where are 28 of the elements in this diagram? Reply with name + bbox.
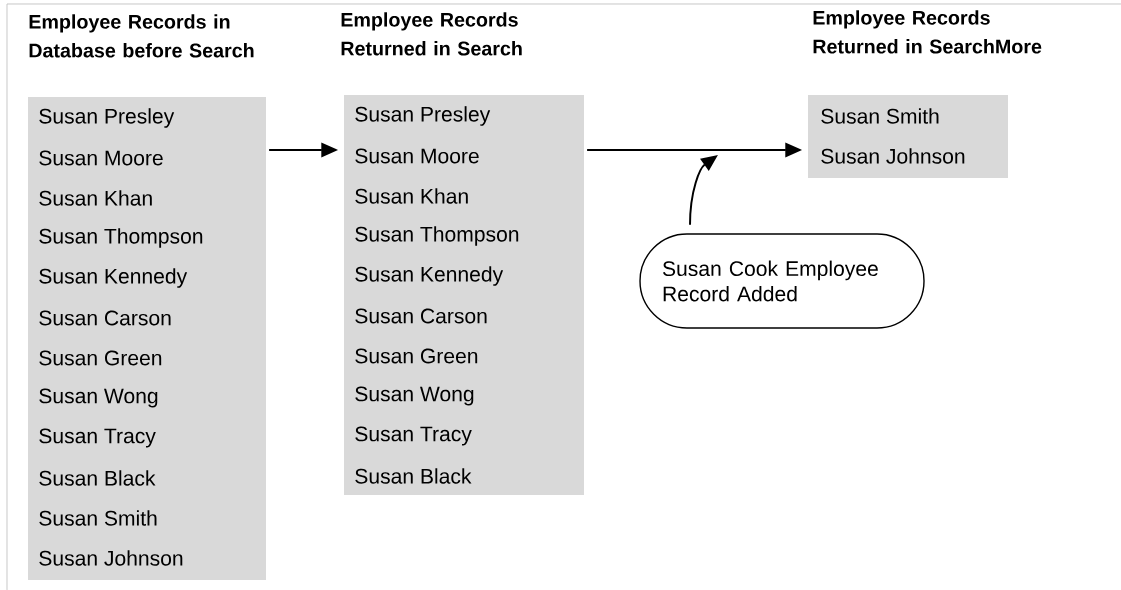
name-entry: Susan Black — [355, 468, 472, 484]
name-entry: Susan Thompson — [355, 226, 519, 246]
column-heading: Employee Records Returned in Search — [341, 12, 522, 56]
name-entry: Susan Presley — [355, 106, 491, 126]
name-entry: Susan Kennedy — [39, 268, 188, 288]
name-entry: Susan Khan — [39, 190, 152, 206]
name-entry: Susan Johnson — [821, 148, 965, 164]
column-heading: Employee Records in Database before Search — [29, 14, 254, 58]
name-entry: Susan Moore — [39, 150, 163, 166]
name-entry: Susan Johnson — [39, 550, 183, 566]
name-entry: Susan Smith — [39, 510, 157, 526]
name-entry: Susan Wong — [39, 388, 158, 408]
callout-bubble: Susan Cook Employee Record Added — [639, 233, 925, 329]
name-entry: Susan Moore — [355, 148, 479, 164]
name-entry: Susan Carson — [39, 310, 171, 326]
name-entry: Susan Black — [39, 470, 156, 486]
name-entry: Susan Presley — [39, 108, 175, 128]
name-entry: Susan Green — [39, 350, 162, 366]
name-entry: Susan Wong — [355, 386, 474, 406]
name-entry: Susan Tracy — [355, 426, 472, 446]
name-entry: Susan Green — [355, 348, 478, 364]
column-heading: Employee Records Returned in SearchMore — [813, 10, 1042, 54]
name-entry: Susan Khan — [355, 188, 468, 204]
name-entry: Susan Tracy — [39, 428, 156, 448]
name-entry: Susan Carson — [355, 308, 487, 324]
name-entry: Susan Thompson — [39, 228, 203, 248]
name-entry: Susan Kennedy — [355, 266, 504, 286]
name-entry: Susan Smith — [821, 108, 939, 124]
